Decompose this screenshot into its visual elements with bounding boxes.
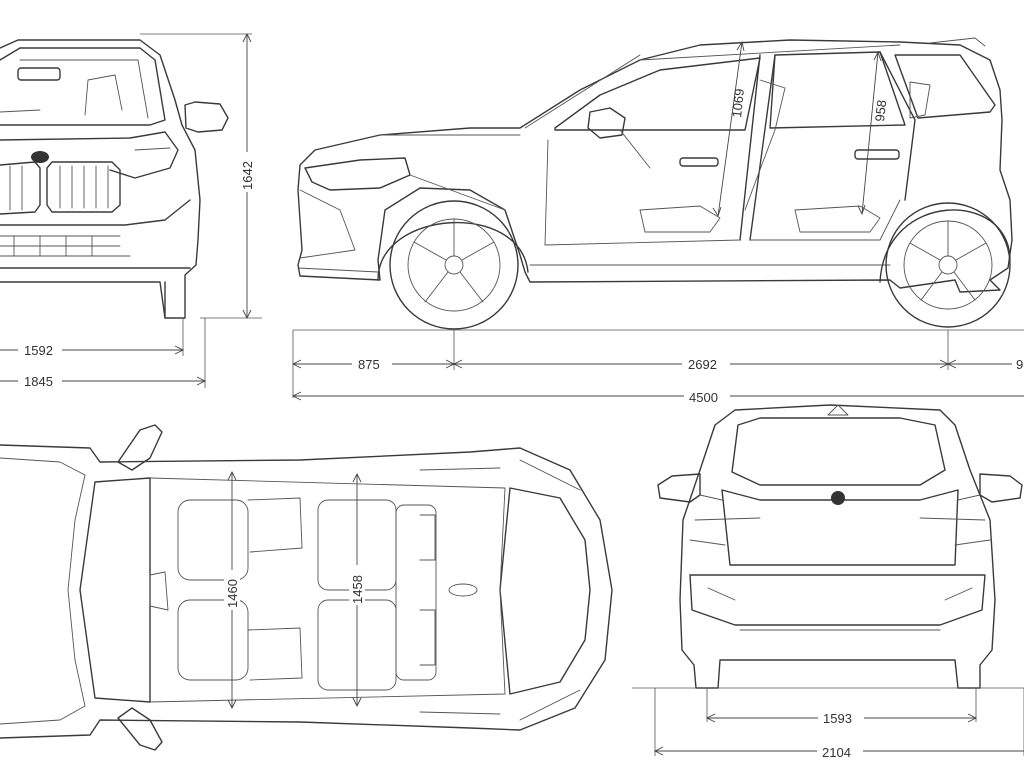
alloy-wheel-icon	[444, 255, 464, 275]
bmw-roundel-icon	[31, 151, 49, 163]
rear-headroom-label: 958	[872, 99, 889, 122]
front-shoulder-width-label: 1460	[225, 579, 240, 608]
side-view: 1069 958 875 2692 9 4500	[291, 37, 1024, 405]
alloy-wheel-icon	[938, 255, 958, 275]
top-view: 1460 1458	[0, 424, 613, 751]
width-with-mirrors-label: 2104	[822, 745, 851, 760]
rear-overhang-label: 9	[1016, 357, 1023, 372]
overall-length-label: 4500	[689, 390, 718, 405]
front-overhang-label: 875	[358, 357, 380, 372]
wheelbase-label: 2692	[688, 357, 717, 372]
front-track-label: 1592	[24, 343, 53, 358]
rear-view: 1593 2104	[632, 404, 1024, 760]
rear-track-label: 1593	[823, 711, 852, 726]
front-headroom-label: 1069	[729, 88, 747, 118]
front-width-label: 1845	[24, 374, 53, 389]
front-view: 1642 1592 1845	[0, 32, 262, 390]
bmw-roundel-icon	[831, 491, 845, 505]
front-height-label: 1642	[240, 161, 255, 190]
rear-shoulder-width-label: 1458	[350, 575, 365, 604]
